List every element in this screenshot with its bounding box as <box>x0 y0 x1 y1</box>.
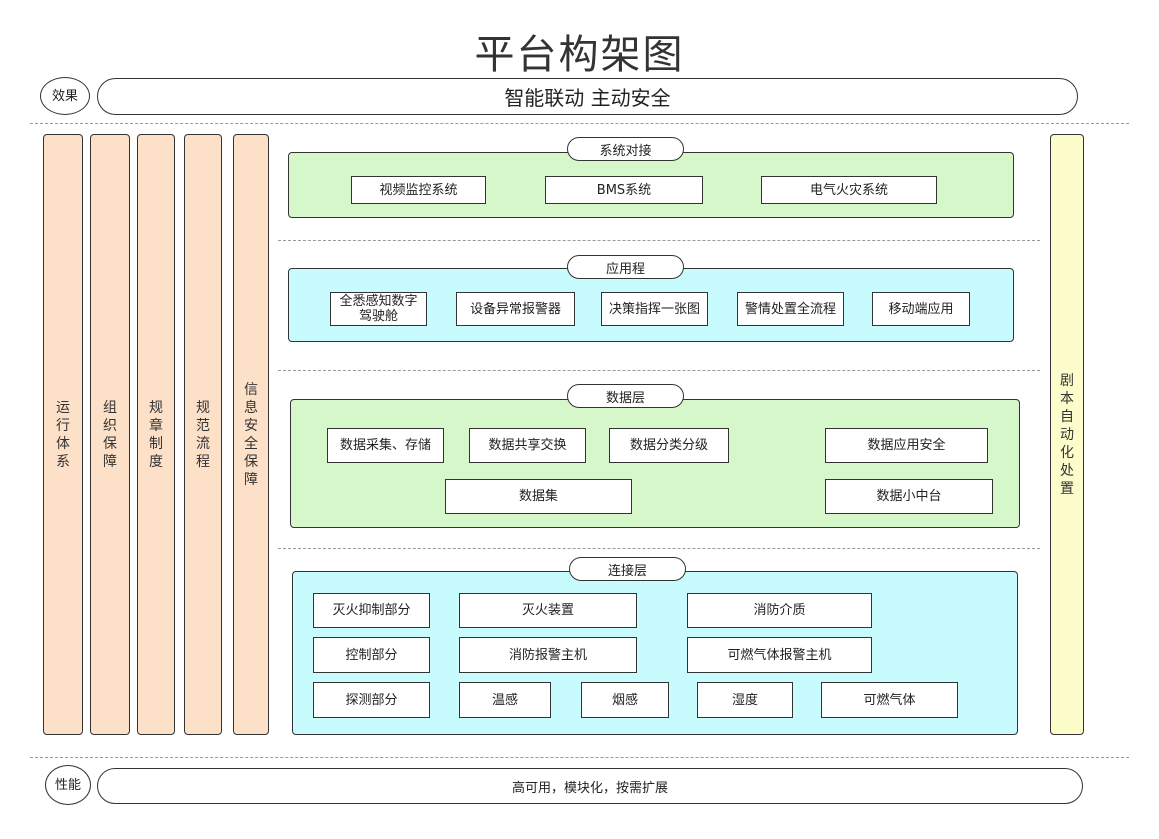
column-playbook-automation-label: 剧本自动化处置 <box>1060 372 1074 497</box>
performance-badge-label: 性能 <box>54 777 81 793</box>
performance-text: 高可用，模块化，按需扩展 <box>511 780 668 796</box>
system-item-electric-fire: 电气火灾系统 <box>761 176 937 204</box>
conn-item-detection: 探测部分 <box>313 682 430 718</box>
divider-3 <box>278 548 1040 549</box>
conn-item-gas-alarm-host: 可燃气体报警主机 <box>687 637 872 673</box>
performance-bar: 高可用，模块化，按需扩展 <box>97 768 1083 804</box>
system-layer-label: 系统对接 <box>567 137 684 161</box>
conn-item-combustible-gas: 可燃气体 <box>821 682 958 718</box>
connection-layer-label: 连接层 <box>569 557 686 581</box>
conn-item-fire-alarm-host: 消防报警主机 <box>459 637 637 673</box>
app-item-cockpit: 全悉感知数字驾驶舱 <box>330 292 427 326</box>
system-item-video: 视频监控系统 <box>351 176 486 204</box>
conn-item-extinguisher: 灭火装置 <box>459 593 637 628</box>
column-standard-process: 规范流程 <box>184 134 222 735</box>
conn-item-humidity: 湿度 <box>697 682 793 718</box>
effect-badge-label: 效果 <box>51 88 78 104</box>
data-item-classification: 数据分类分级 <box>609 428 729 463</box>
data-item-share-exchange: 数据共享交换 <box>469 428 586 463</box>
app-item-incident-flow: 警情处置全流程 <box>737 292 844 326</box>
effect-badge: 效果 <box>40 77 90 115</box>
app-item-device-alarm: 设备异常报警器 <box>456 292 575 326</box>
column-organization-guarantee: 组织保障 <box>90 134 130 735</box>
top-divider <box>30 123 1129 124</box>
performance-badge: 性能 <box>45 765 91 805</box>
conn-item-suppression: 灭火抑制部分 <box>313 593 430 628</box>
system-item-bms: BMS系统 <box>545 176 703 204</box>
column-standard-process-label: 规范流程 <box>196 399 210 470</box>
column-info-security: 信息安全保障 <box>233 134 269 735</box>
data-layer-label: 数据层 <box>567 384 684 408</box>
column-operation-system: 运行体系 <box>43 134 83 735</box>
divider-1 <box>278 240 1040 241</box>
bottom-divider <box>30 757 1129 758</box>
conn-item-fire-medium: 消防介质 <box>687 593 872 628</box>
conn-item-control: 控制部分 <box>313 637 430 673</box>
column-operation-system-label: 运行体系 <box>56 399 70 470</box>
data-item-mini-platform: 数据小中台 <box>825 479 993 514</box>
conn-item-temperature: 温感 <box>459 682 551 718</box>
effect-text: 智能联动 主动安全 <box>504 86 671 110</box>
column-rules: 规章制度 <box>137 134 175 735</box>
data-item-dataset: 数据集 <box>445 479 632 514</box>
page-title: 平台构架图 <box>474 32 685 78</box>
app-item-command-map: 决策指挥一张图 <box>601 292 708 326</box>
divider-2 <box>278 370 1040 371</box>
data-item-collect-store: 数据采集、存储 <box>327 428 444 463</box>
application-layer-label: 应用程 <box>567 255 684 279</box>
column-organization-guarantee-label: 组织保障 <box>103 399 117 470</box>
effect-bar: 智能联动 主动安全 <box>97 78 1078 115</box>
data-item-application-security: 数据应用安全 <box>825 428 988 463</box>
column-playbook-automation: 剧本自动化处置 <box>1050 134 1084 735</box>
conn-item-smoke: 烟感 <box>581 682 669 718</box>
column-info-security-label: 信息安全保障 <box>244 381 258 488</box>
column-rules-label: 规章制度 <box>149 399 163 470</box>
app-item-mobile: 移动端应用 <box>872 292 970 326</box>
